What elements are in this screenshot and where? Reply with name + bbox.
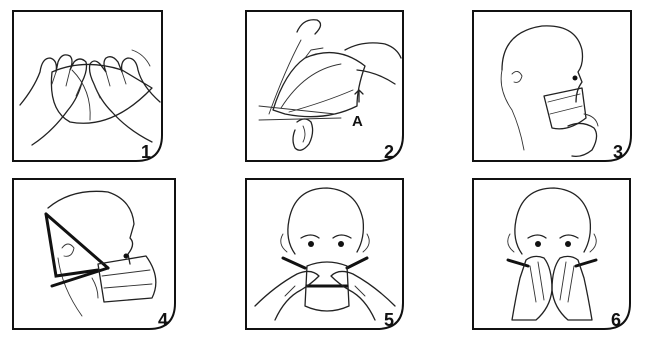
step-6-illustration	[472, 178, 632, 331]
step-3-panel: 3	[472, 10, 633, 163]
step-6-number: 6	[611, 311, 621, 329]
step-5-number: 5	[384, 311, 394, 329]
step-3-illustration	[472, 10, 633, 163]
step-6-panel: 6	[472, 178, 632, 331]
step-5-illustration	[245, 178, 405, 331]
step-1-number: 1	[141, 143, 151, 161]
step-2-number: 2	[384, 143, 394, 161]
step-1-panel: 1	[12, 10, 164, 163]
step-5-panel: 5	[245, 178, 405, 331]
step-2-illustration	[245, 10, 405, 163]
step-3-number: 3	[613, 143, 623, 161]
step-2-panel: A 2	[245, 10, 405, 163]
step-1-illustration	[12, 10, 164, 163]
callout-label-a: A	[352, 114, 363, 129]
step-4-number: 4	[158, 311, 168, 329]
step-4-panel: 4	[12, 178, 177, 331]
step-4-illustration	[12, 178, 177, 331]
